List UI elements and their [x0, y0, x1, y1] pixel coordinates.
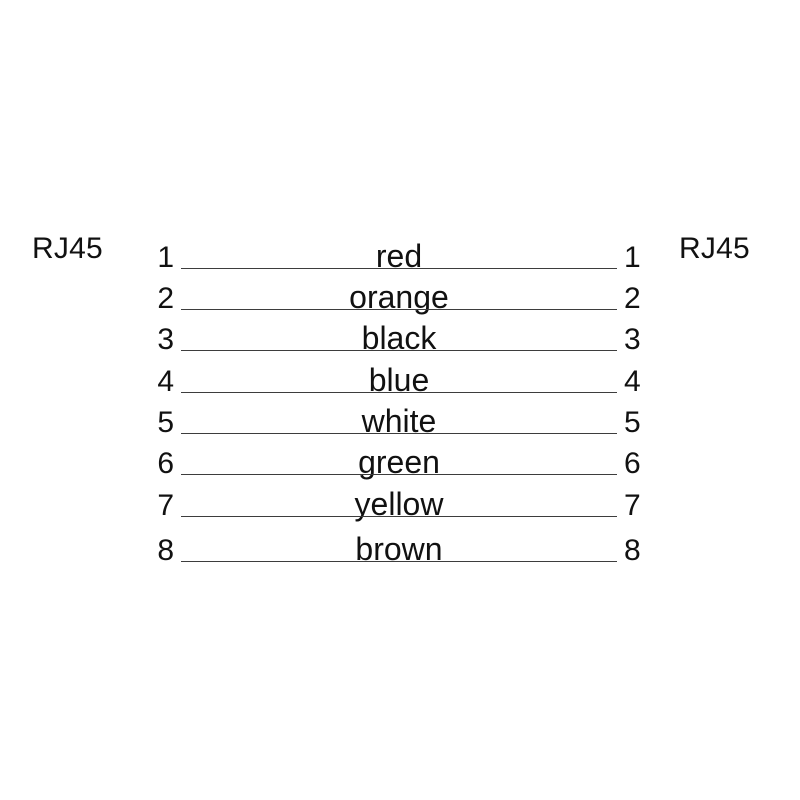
wire-line: [181, 433, 617, 434]
wire-line: [181, 392, 617, 393]
wire-color-label: blue: [368, 362, 430, 398]
right-pin-number: 2: [624, 282, 641, 315]
left-pin-number: 5: [157, 406, 174, 439]
left-connector-label: RJ45: [32, 232, 103, 265]
right-pin-number: 6: [624, 447, 641, 480]
wire-line: [181, 516, 617, 517]
left-pin-number: 3: [157, 323, 174, 356]
left-pin-number: 6: [157, 447, 174, 480]
wire-line: [181, 561, 617, 562]
right-pin-number: 4: [624, 365, 641, 398]
right-pin-number: 3: [624, 323, 641, 356]
wire-color-label: green: [358, 444, 440, 480]
wire-color-label: red: [375, 238, 423, 274]
wire-color-label: orange: [349, 279, 449, 315]
left-pin-number: 8: [157, 534, 174, 567]
wire-line: [181, 474, 617, 475]
left-pin-number: 4: [157, 365, 174, 398]
wire-line: [181, 309, 617, 310]
right-pin-number: 5: [624, 406, 641, 439]
wire-color-label: white: [361, 403, 437, 439]
wire-color-label: yellow: [354, 486, 444, 522]
right-connector-label: RJ45: [679, 232, 750, 265]
wire-line: [181, 350, 617, 351]
right-pin-number: 7: [624, 489, 641, 522]
wire-line: [181, 268, 617, 269]
left-pin-number: 1: [157, 241, 174, 274]
wire-color-label: brown: [355, 531, 443, 567]
right-pin-number: 8: [624, 534, 641, 567]
wire-color-label: black: [361, 320, 437, 356]
left-pin-number: 2: [157, 282, 174, 315]
right-pin-number: 1: [624, 241, 641, 274]
left-pin-number: 7: [157, 489, 174, 522]
